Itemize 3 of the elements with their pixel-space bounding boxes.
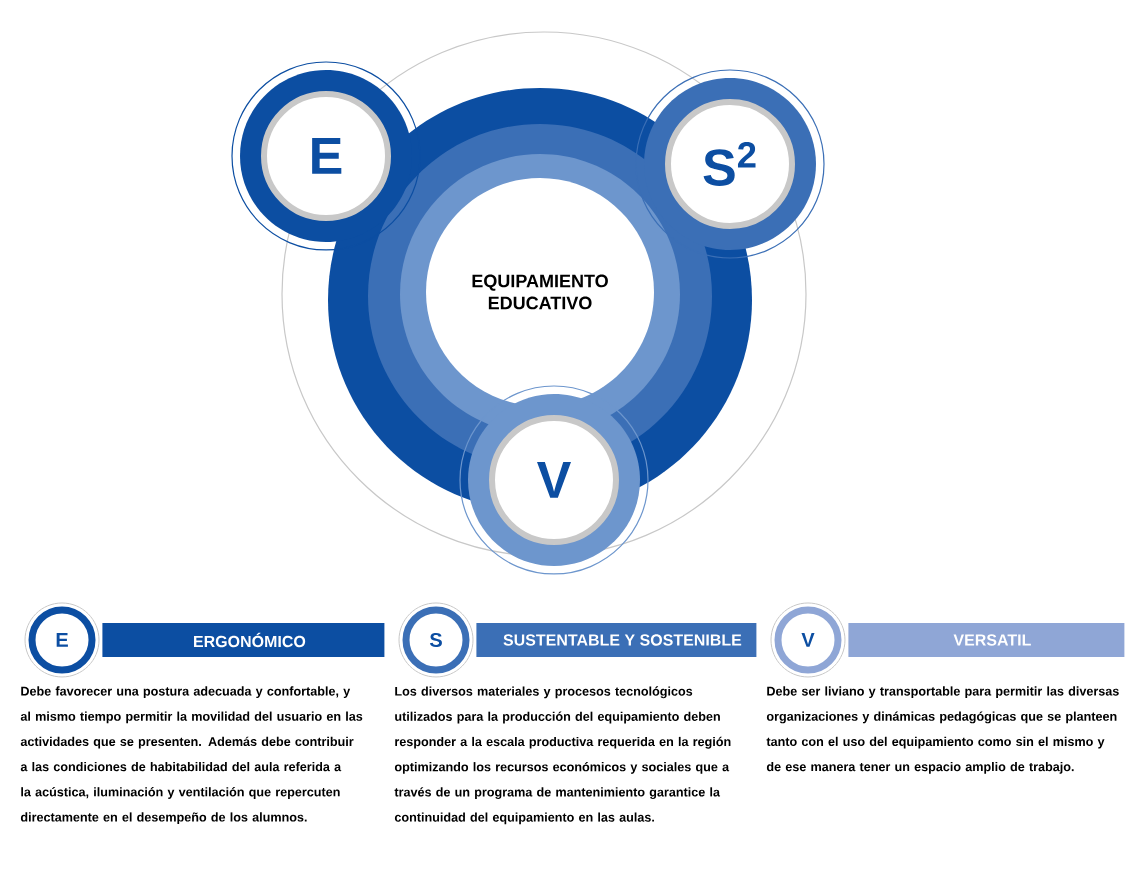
title-bar: VERSATIL	[848, 623, 1125, 657]
title-bar: ERGONÓMICO	[102, 623, 385, 657]
title-bar: SUSTENTABLE Y SOSTENIBLE	[476, 623, 757, 657]
